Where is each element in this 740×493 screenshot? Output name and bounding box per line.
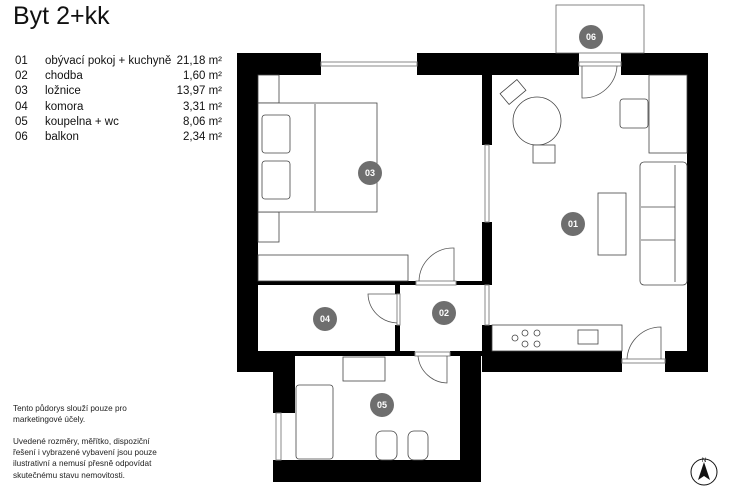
room-name: obývací pokoj + kuchyně bbox=[45, 55, 172, 67]
disclaimer-dimensions: Uvedené rozměry, měřítko, dispoziční řeš… bbox=[13, 437, 157, 480]
room-name: balkon bbox=[45, 131, 79, 144]
legend-row: 02 chodba 1,60 m² bbox=[15, 69, 222, 84]
desk-chair bbox=[619, 98, 649, 129]
pillow bbox=[261, 160, 291, 200]
legend-row: 06 balkon 2,34 m² bbox=[15, 130, 222, 145]
toilet bbox=[375, 430, 398, 461]
walls bbox=[237, 53, 708, 482]
room-area: 13,97 m² bbox=[176, 85, 222, 98]
room-label-text: 04 bbox=[320, 314, 330, 324]
room-area: 2,34 m² bbox=[183, 131, 222, 144]
page-title: Byt 2+kk bbox=[13, 2, 110, 30]
compass-north-label: N bbox=[702, 458, 706, 464]
legend-row: 04 komora 3,31 m² bbox=[15, 100, 222, 115]
room-number: 02 bbox=[15, 70, 28, 83]
room-label-03: 03 bbox=[358, 161, 382, 185]
bathroom-sink bbox=[342, 356, 386, 382]
nightstand bbox=[257, 74, 280, 104]
room-number: 01 bbox=[15, 55, 28, 67]
door-swings bbox=[367, 65, 662, 384]
room-name: ložnice bbox=[45, 85, 81, 98]
legend-row: 05 koupelna + wc 8,06 m² bbox=[15, 115, 222, 130]
room-label-06: 06 bbox=[579, 25, 603, 49]
bathtub bbox=[295, 384, 334, 460]
nightstand bbox=[257, 211, 280, 243]
room-label-text: 02 bbox=[439, 308, 449, 318]
room-area: 8,06 m² bbox=[183, 115, 222, 128]
balcony-outline bbox=[555, 4, 645, 54]
room-area: 21,18 m² bbox=[176, 55, 222, 67]
legend-row: 03 ložnice 13,97 m² bbox=[15, 84, 222, 99]
wardrobe bbox=[257, 254, 409, 282]
room-label-text: 01 bbox=[568, 219, 578, 229]
room-name: chodba bbox=[45, 70, 83, 83]
legend-row: 01 obývací pokoj + kuchyně 21,18 m² bbox=[15, 54, 222, 69]
coffee-table bbox=[597, 192, 627, 256]
disclaimer-marketing: Tento půdorys slouží pouze pro marketing… bbox=[13, 404, 127, 425]
room-label-text: 05 bbox=[377, 400, 387, 410]
room-name: komora bbox=[45, 100, 84, 113]
room-number: 06 bbox=[15, 131, 28, 144]
windows bbox=[275, 61, 666, 461]
desk bbox=[648, 74, 688, 154]
room-area: 1,60 m² bbox=[183, 70, 222, 83]
room-label-01: 01 bbox=[561, 212, 585, 236]
chair bbox=[499, 79, 527, 105]
room-label-04: 04 bbox=[313, 307, 337, 331]
room-label-05: 05 bbox=[370, 393, 394, 417]
room-name: koupelna + wc bbox=[45, 115, 119, 128]
sofa bbox=[639, 161, 688, 286]
dining-table bbox=[512, 96, 562, 146]
compass-icon: N bbox=[690, 458, 718, 486]
bidet bbox=[407, 430, 429, 461]
furniture bbox=[257, 74, 688, 461]
kitchen-counter bbox=[491, 324, 623, 352]
pillow bbox=[261, 114, 291, 154]
room-labels: 06 03 01 04 02 05 bbox=[313, 25, 603, 417]
chair bbox=[532, 144, 556, 164]
room-number: 04 bbox=[15, 100, 28, 113]
room-area: 3,31 m² bbox=[183, 100, 222, 113]
room-number: 05 bbox=[15, 115, 28, 128]
room-label-text: 06 bbox=[586, 32, 596, 42]
room-legend: 01 obývací pokoj + kuchyně 21,18 m² 02 chod… bbox=[15, 54, 222, 145]
kitchen-sink bbox=[577, 329, 599, 345]
room-label-02: 02 bbox=[432, 301, 456, 325]
room-number: 03 bbox=[15, 85, 28, 98]
room-label-text: 03 bbox=[365, 168, 375, 178]
